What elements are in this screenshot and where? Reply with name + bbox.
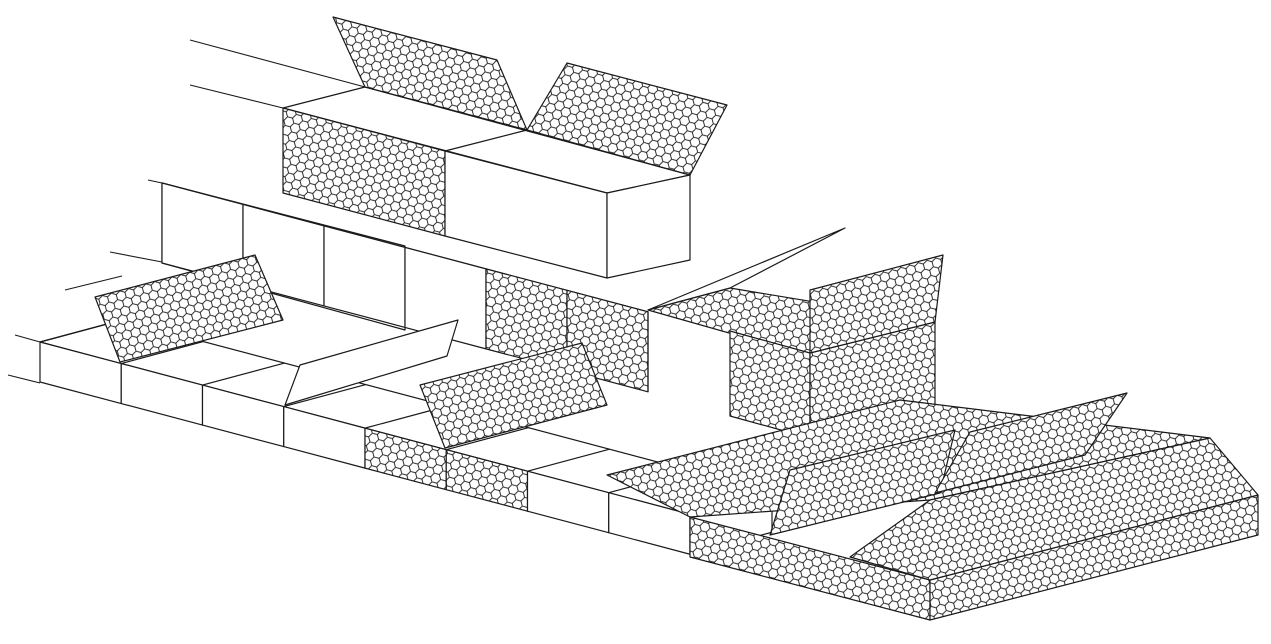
top-lid-right — [526, 62, 728, 176]
bottom-lid-left — [94, 254, 284, 363]
bottom-tier-divider — [120, 340, 204, 365]
top-lid-left — [332, 16, 528, 131]
bottom-lid-right — [419, 342, 608, 449]
bottom-tier-divider — [445, 427, 529, 451]
bottom-tier-divider — [526, 448, 611, 472]
mattress-upper — [849, 437, 1259, 581]
mattress-lid-left — [769, 429, 956, 536]
bottom-lid-mid — [284, 319, 459, 406]
top-tier-side — [606, 174, 691, 279]
bottom-tier-divider — [201, 362, 286, 386]
mid-right-lid — [809, 254, 944, 354]
mid-tier-box-front — [323, 225, 406, 328]
mattress-lid-right — [934, 392, 1128, 494]
bottom-tier-divider — [283, 383, 367, 408]
extension-lines — [7, 39, 366, 384]
mid-lid-open — [647, 227, 846, 311]
